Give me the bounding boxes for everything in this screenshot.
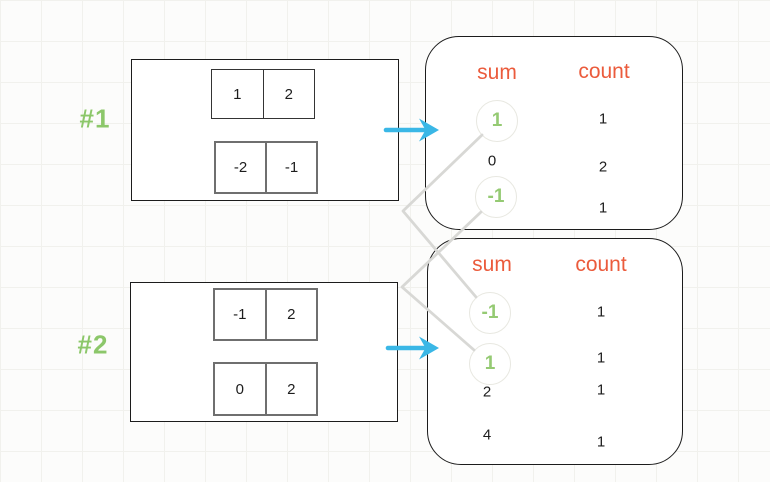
group2-sum-4: 4: [482, 426, 492, 444]
array-d-cell-1: 2: [264, 364, 317, 414]
group2-count-1: 1: [596, 349, 606, 367]
group1-label: #1: [79, 103, 111, 134]
group1-sum-1-highlighted: 1: [476, 100, 518, 142]
group2-count-0: 1: [596, 303, 606, 321]
array-a-cell-0: 1: [233, 85, 242, 103]
group2-sum-2: 2: [482, 383, 492, 401]
group1-count-header: count: [578, 60, 630, 83]
array-c-cells: -1 2: [213, 288, 318, 341]
array-b-cell-0: -2: [233, 159, 248, 176]
group1-sum-0: 0: [487, 152, 497, 170]
group1-count-2: 1: [598, 199, 608, 217]
group2-count-3: 1: [596, 433, 606, 451]
group2-label: #2: [77, 329, 109, 360]
group2-sum-neg1-highlighted: -1: [469, 292, 511, 334]
group2-result-box: [427, 238, 683, 465]
group2-sum-header: sum: [472, 253, 512, 276]
group2-sum-1-highlighted: 1: [469, 343, 511, 385]
array-b-cells: -2 -1: [214, 141, 318, 194]
array-d-cell-0: 0: [235, 380, 244, 398]
array-b-cell-1: -1: [265, 143, 316, 192]
group1-sum-header: sum: [477, 61, 517, 84]
group1-count-1: 2: [598, 158, 608, 176]
array-a-cells: 1 2: [211, 69, 315, 119]
array-c-cell-0: -1: [233, 306, 247, 323]
array-a-cell-1: 2: [262, 70, 315, 118]
group2-count-header: count: [575, 253, 627, 276]
array-c-cell-1: 2: [264, 290, 317, 339]
group1-result-box: [425, 36, 683, 230]
group1-sum-neg1-highlighted: -1: [475, 176, 517, 218]
array-d-cells: 0 2: [213, 362, 318, 416]
group2-count-2: 1: [596, 381, 606, 399]
group1-count-0: 1: [598, 110, 608, 128]
